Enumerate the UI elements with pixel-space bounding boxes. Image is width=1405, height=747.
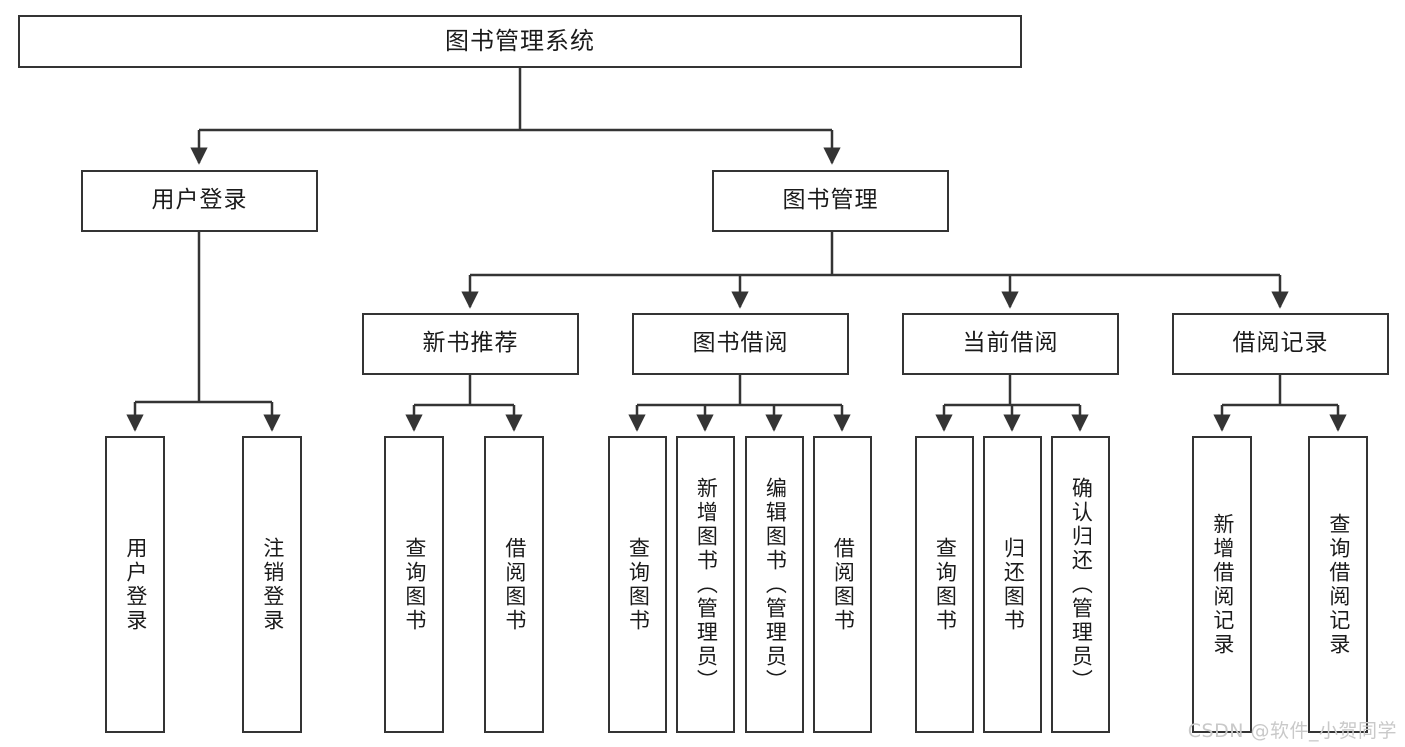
node-leaf-add-book[interactable]: 新增图书（管理员） — [676, 436, 735, 733]
node-root-label: 图书管理系统 — [445, 27, 595, 56]
node-leaf-borrow-book-2[interactable]: 借阅图书 — [813, 436, 872, 733]
node-leaf-query-book-1-label: 查询图书 — [402, 536, 427, 633]
node-leaf-query-book-2[interactable]: 查询图书 — [608, 436, 667, 733]
node-borrow-record-label: 借阅记录 — [1232, 330, 1329, 357]
node-book-manage-label: 图书管理 — [782, 187, 879, 214]
node-current-borrow[interactable]: 当前借阅 — [902, 313, 1119, 375]
node-leaf-logout-login[interactable]: 注销登录 — [242, 436, 302, 733]
node-root[interactable]: 图书管理系统 — [18, 15, 1022, 68]
node-leaf-borrow-book-2-label: 借阅图书 — [831, 536, 856, 633]
node-leaf-confirm-return[interactable]: 确认归还（管理员） — [1051, 436, 1110, 733]
node-current-borrow-label: 当前借阅 — [962, 330, 1059, 357]
node-leaf-query-book-3-label: 查询图书 — [933, 536, 958, 633]
watermark: CSDN @软件_小贺同学 — [1187, 720, 1397, 742]
node-leaf-logout-login-label: 注销登录 — [260, 536, 285, 633]
node-new-book-recommend[interactable]: 新书推荐 — [362, 313, 579, 375]
node-leaf-add-record-label: 新增借阅记录 — [1210, 512, 1235, 657]
node-leaf-query-record-label: 查询借阅记录 — [1326, 512, 1351, 657]
node-new-book-recommend-label: 新书推荐 — [422, 330, 519, 357]
node-book-manage[interactable]: 图书管理 — [712, 170, 949, 232]
node-leaf-borrow-book-1-label: 借阅图书 — [502, 536, 527, 633]
node-leaf-query-book-3[interactable]: 查询图书 — [915, 436, 974, 733]
node-leaf-query-book-1[interactable]: 查询图书 — [384, 436, 444, 733]
node-leaf-edit-book-label: 编辑图书（管理员） — [763, 476, 788, 693]
node-leaf-add-record[interactable]: 新增借阅记录 — [1192, 436, 1252, 733]
node-leaf-query-record[interactable]: 查询借阅记录 — [1308, 436, 1368, 733]
node-borrow-record[interactable]: 借阅记录 — [1172, 313, 1389, 375]
node-leaf-add-book-label: 新增图书（管理员） — [694, 476, 719, 693]
node-leaf-return-book[interactable]: 归还图书 — [983, 436, 1042, 733]
node-user-login[interactable]: 用户登录 — [81, 170, 318, 232]
node-book-borrow[interactable]: 图书借阅 — [632, 313, 849, 375]
node-leaf-edit-book[interactable]: 编辑图书（管理员） — [745, 436, 804, 733]
node-leaf-confirm-return-label: 确认归还（管理员） — [1069, 476, 1094, 693]
node-book-borrow-label: 图书借阅 — [692, 330, 789, 357]
node-leaf-user-login[interactable]: 用户登录 — [105, 436, 165, 733]
node-user-login-label: 用户登录 — [151, 187, 248, 214]
node-leaf-user-login-label: 用户登录 — [123, 536, 148, 633]
node-leaf-borrow-book-1[interactable]: 借阅图书 — [484, 436, 544, 733]
node-leaf-return-book-label: 归还图书 — [1001, 536, 1026, 633]
node-leaf-query-book-2-label: 查询图书 — [626, 536, 651, 633]
